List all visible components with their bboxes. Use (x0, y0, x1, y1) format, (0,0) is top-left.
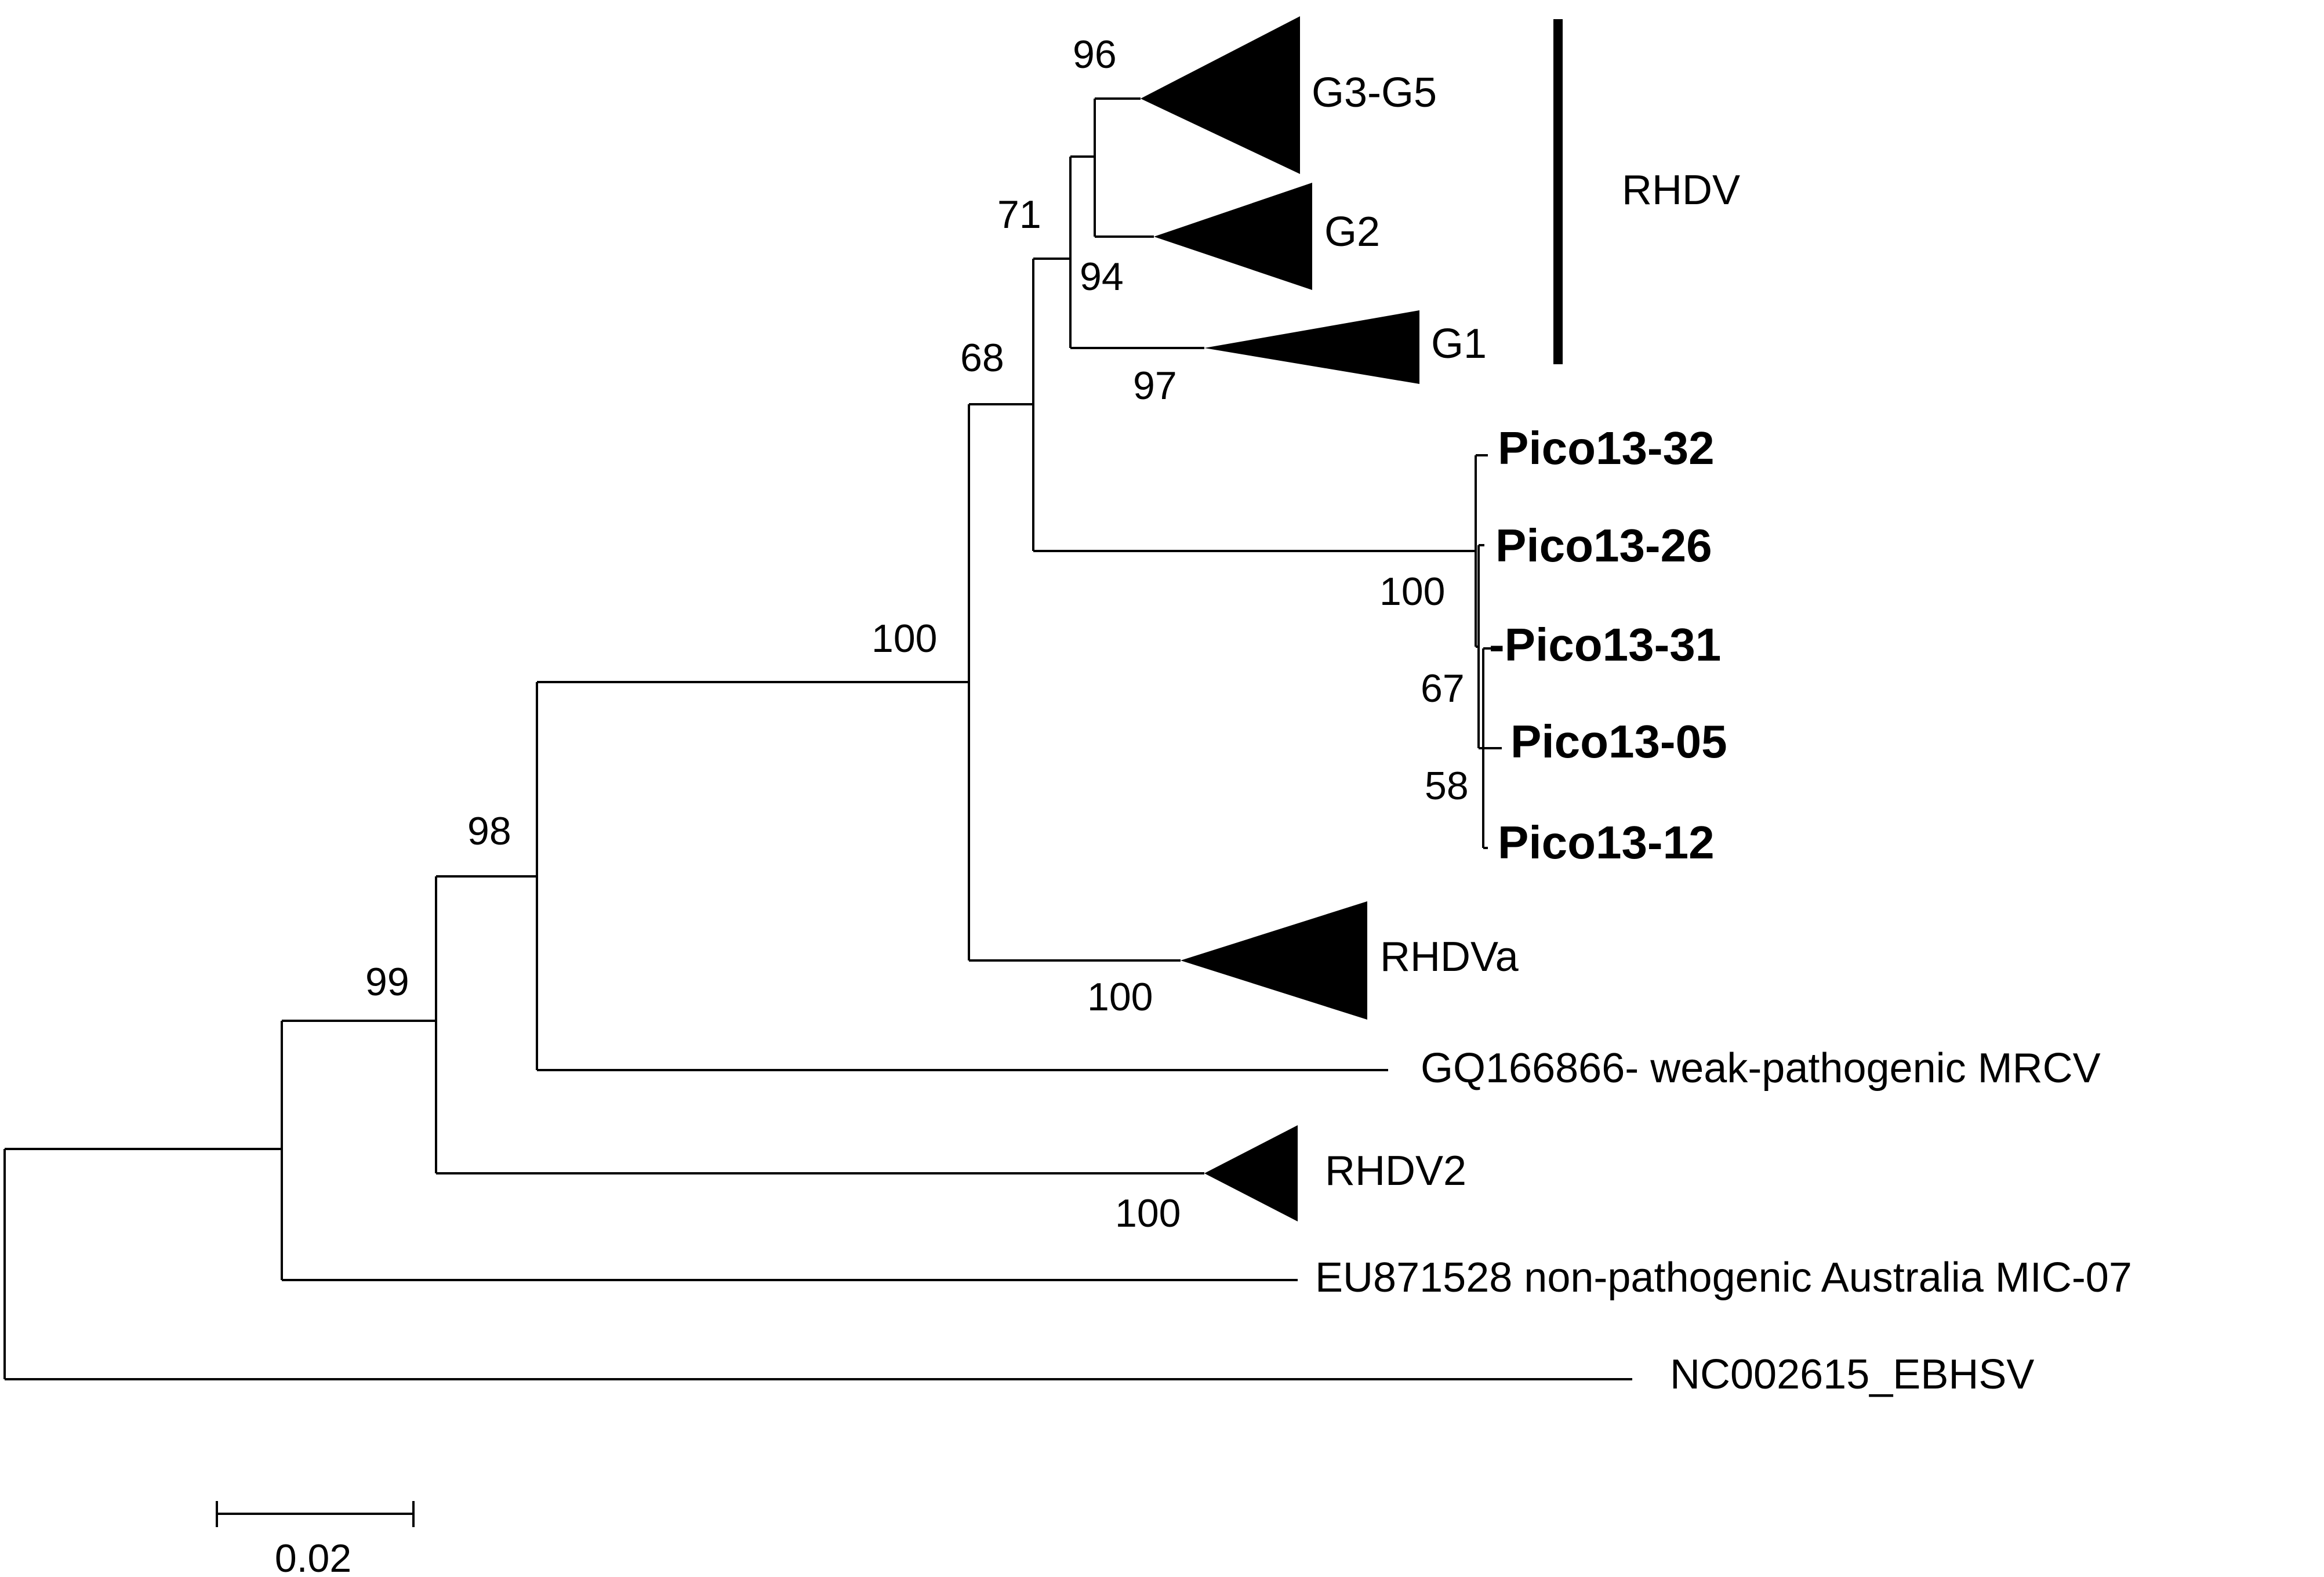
rhdv-group-bar (1553, 19, 1563, 364)
support-98: 98 (467, 809, 511, 853)
taxon-label-eu871528: EU871528 non-pathogenic Australia MIC-07 (1315, 1255, 2132, 1301)
clade-label-rhdv2: RHDV2 (1325, 1148, 1466, 1194)
support-100-main: 100 (872, 617, 937, 661)
clade-g2-triangle (1154, 183, 1312, 290)
support-100-rhdva: 100 (1087, 975, 1153, 1019)
support-68: 68 (960, 336, 1004, 380)
support-94: 94 (1080, 255, 1124, 299)
support-100-pico: 100 (1379, 570, 1445, 614)
taxon-label-pico13-05: Pico13-05 (1510, 716, 1727, 767)
taxon-label-pico13-12: Pico13-12 (1498, 817, 1715, 868)
scale-bar-label: 0.02 (275, 1536, 351, 1577)
taxon-label-nc002615: NC002615_EBHSV (1670, 1351, 2034, 1398)
taxon-label-pico13-31: -Pico13-31 (1489, 619, 1721, 670)
clade-label-g2: G2 (1324, 209, 1380, 255)
support-100-rhdv2: 100 (1115, 1191, 1181, 1235)
taxon-label-pico13-32: Pico13-32 (1498, 422, 1715, 474)
clade-label-g3g5: G3-G5 (1312, 70, 1437, 116)
support-97: 97 (1133, 364, 1177, 408)
clade-rhdv2-triangle (1204, 1125, 1298, 1221)
support-67: 67 (1421, 666, 1465, 710)
clade-rhdva-triangle (1181, 901, 1367, 1020)
taxon-label-pico13-26: Pico13-26 (1495, 520, 1712, 571)
support-96: 96 (1073, 32, 1117, 77)
support-99: 99 (365, 960, 409, 1004)
clade-g3g5-triangle (1141, 16, 1300, 174)
support-71: 71 (997, 193, 1041, 237)
clade-label-rhdva: RHDVa (1380, 934, 1519, 980)
group-label-rhdv: RHDV (1622, 167, 1740, 213)
taxon-label-mrcv: GQ166866- weak-pathogenic MRCV (1421, 1045, 2101, 1092)
clade-label-g1: G1 (1431, 321, 1487, 367)
support-58: 58 (1425, 764, 1469, 808)
clade-g1-triangle (1204, 310, 1419, 384)
